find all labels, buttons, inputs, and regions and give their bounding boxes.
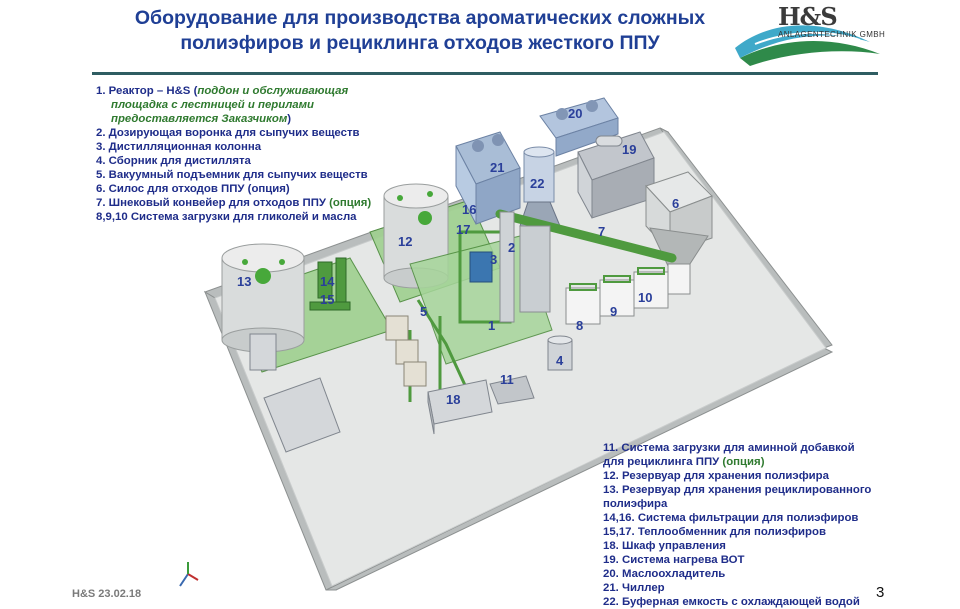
legend-text: 1. Реактор – H&S ( xyxy=(96,85,198,97)
legend-option: площадка с лестницей и перилами xyxy=(111,99,315,111)
silo-6 xyxy=(645,171,713,271)
legend-bottom-row: 22. Буферная емкость с охлаждающей водой xyxy=(603,595,871,609)
label-1: 1 xyxy=(488,318,495,333)
label-16: 16 xyxy=(462,202,476,217)
label-21: 21 xyxy=(490,160,504,175)
equipment-labels: 1 2 3 4 5 6 7 8 9 10 11 12 13 14 15 16 1… xyxy=(237,106,679,407)
legend-top-row: 1. Реактор – H&S (поддон и обслуживающая xyxy=(96,84,371,98)
vacuum-lift-5 xyxy=(385,315,427,387)
label-15: 15 xyxy=(320,292,334,307)
legend-bottom-row: 15,17. Теплообменник для полиэфиров xyxy=(603,525,871,539)
label-18: 18 xyxy=(446,392,460,407)
legend-bottom-row: 19. Система нагрева ВОТ xyxy=(603,553,871,567)
label-2: 2 xyxy=(508,240,515,255)
axis-gizmo-icon xyxy=(179,562,199,587)
label-14: 14 xyxy=(320,274,335,289)
legend-text: 7. Шнековый конвейер для отходов ППУ xyxy=(96,197,330,209)
legend-text: 19. Система нагрева ВОТ xyxy=(603,554,745,566)
legend-bottom-row: 12. Резервуар для хранения полиэфира xyxy=(603,469,871,483)
distillate-collector-4 xyxy=(547,335,573,371)
label-9: 9 xyxy=(610,304,617,319)
page-number: 3 xyxy=(876,584,885,601)
legend-text: полиэфира xyxy=(603,498,668,510)
label-3: 3 xyxy=(490,252,497,267)
label-17: 17 xyxy=(456,222,470,237)
loading-station-11 xyxy=(489,375,535,405)
side-equipment xyxy=(249,333,341,453)
legend-text: 4. Сборник для дистиллята xyxy=(96,155,251,167)
control-cabinet-18 xyxy=(427,379,493,435)
legend-text: для рециклинга ППУ xyxy=(603,456,723,468)
legend-text: 3. Дистилляционная колонна xyxy=(96,141,262,153)
legend-top-row: 3. Дистилляционная колонна xyxy=(96,140,371,154)
legend-text: 14,16. Система фильтрации для полиэфиров xyxy=(603,512,859,524)
ibc-containers xyxy=(565,263,691,325)
legend-top-row: предоставляется Заказчиком) xyxy=(96,112,371,126)
label-12: 12 xyxy=(398,234,412,249)
legend-option: (опция) xyxy=(329,197,372,209)
filter-14-15 xyxy=(309,257,351,311)
label-19: 19 xyxy=(622,142,636,157)
legend-bottom-row: 13. Резервуар для хранения рециклированн… xyxy=(603,483,871,497)
legend-text: 6. Силос для отходов ППУ (опция) xyxy=(96,183,290,195)
legend-top-row: площадка с лестницей и перилами xyxy=(96,98,371,112)
legend-text: 11. Система загрузки для аминной добавко… xyxy=(603,442,855,454)
legend-option: поддон и обслуживающая xyxy=(197,85,349,97)
label-5: 5 xyxy=(420,304,427,319)
chiller-21 xyxy=(455,131,521,225)
legend-text: 20. Маслоохладитель xyxy=(603,568,726,580)
legend-top-row: 6. Силос для отходов ППУ (опция) xyxy=(96,182,371,196)
legend-option: (опция) xyxy=(722,456,765,468)
legend-bottom-row: для рециклинга ППУ (опция) xyxy=(603,455,871,469)
label-10: 10 xyxy=(638,290,652,305)
legend-text: 15,17. Теплообменник для полиэфиров xyxy=(603,526,826,538)
legend-text: 22. Буферная емкость с охлаждающей водой xyxy=(603,596,860,608)
legend-text: 2. Дозирующая воронка для сыпучих вещест… xyxy=(96,127,360,139)
legend-text: 8,9,10 Система загрузки для гликолей и м… xyxy=(96,211,357,223)
legend-bottom: 11. Система загрузки для аминной добавко… xyxy=(603,441,871,609)
slide-title: Оборудование для производства ароматичес… xyxy=(60,6,780,56)
logo-brand: H&S xyxy=(778,2,838,31)
title-line-2: полиэфиров и рециклинга отходов жесткого… xyxy=(180,32,660,54)
label-7: 7 xyxy=(598,224,605,239)
heating-system-19 xyxy=(577,131,655,219)
label-11: 11 xyxy=(500,372,514,387)
oil-cooler-20 xyxy=(539,97,619,157)
legend-bottom-row: 11. Система загрузки для аминной добавко… xyxy=(603,441,871,455)
legend-text: 21. Чиллер xyxy=(603,582,665,594)
title-divider xyxy=(92,72,878,75)
legend-bottom-row: 14,16. Система фильтрации для полиэфиров xyxy=(603,511,871,525)
legend-bottom-row: 20. Маслоохладитель xyxy=(603,567,871,581)
legend-bottom-row: 18. Шкаф управления xyxy=(603,539,871,553)
logo-subtitle: ANLAGENTECHNIK GMBH xyxy=(778,30,886,39)
legend-top-row: 8,9,10 Система загрузки для гликолей и м… xyxy=(96,210,371,224)
company-logo xyxy=(735,25,880,66)
footer-date: H&S 23.02.18 xyxy=(72,588,142,600)
label-8: 8 xyxy=(576,318,583,333)
legend-text: 18. Шкаф управления xyxy=(603,540,726,552)
legend-top-row: 4. Сборник для дистиллята xyxy=(96,154,371,168)
legend-bottom-row: полиэфира xyxy=(603,497,871,511)
label-22: 22 xyxy=(530,176,544,191)
legend-text: 13. Резервуар для хранения рециклированн… xyxy=(603,484,872,496)
legend-tail: ) xyxy=(287,113,292,125)
legend-top: 1. Реактор – H&S (поддон и обслуживающая… xyxy=(96,84,371,224)
legend-top-row: 5. Вакуумный подъемник для сыпучих вещес… xyxy=(96,168,371,182)
legend-text: 12. Резервуар для хранения полиэфира xyxy=(603,470,829,482)
screw-conveyor-7 xyxy=(495,209,677,263)
tank-13 xyxy=(221,243,305,353)
legend-top-row: 2. Дозирующая воронка для сыпучих вещест… xyxy=(96,126,371,140)
legend-option: предоставляется Заказчиком xyxy=(111,113,288,125)
label-6: 6 xyxy=(672,196,679,211)
legend-bottom-row: 21. Чиллер xyxy=(603,581,871,595)
legend-top-row: 7. Шнековый конвейер для отходов ППУ (оп… xyxy=(96,196,371,210)
title-line-1: Оборудование для производства ароматичес… xyxy=(134,7,706,29)
label-4: 4 xyxy=(556,353,564,368)
label-20: 20 xyxy=(568,106,582,121)
legend-text: 5. Вакуумный подъемник для сыпучих вещес… xyxy=(96,169,368,181)
label-13: 13 xyxy=(237,274,251,289)
reactor-structure-1 xyxy=(408,211,553,402)
